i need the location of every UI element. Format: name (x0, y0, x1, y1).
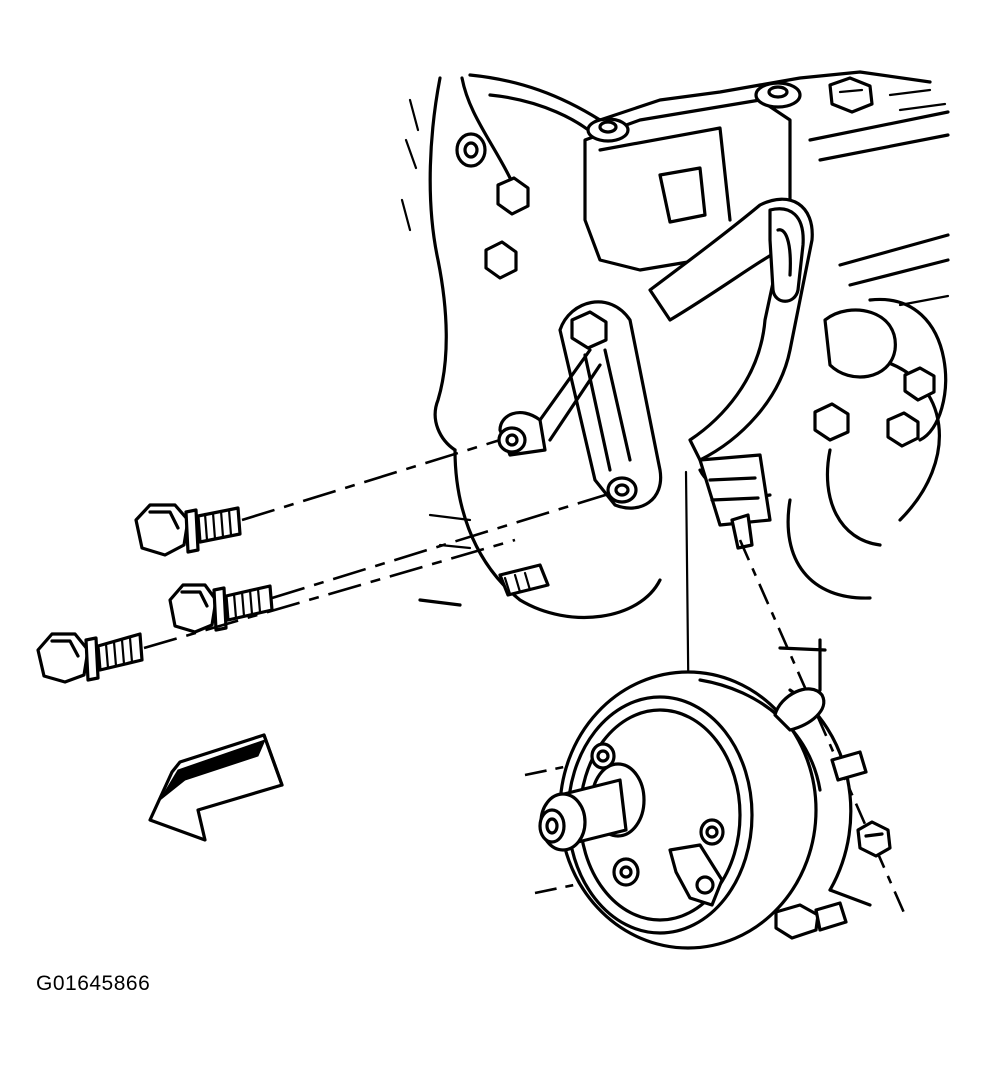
arrow-down-left-icon (148, 733, 284, 842)
mounting-bolt-upper (134, 503, 242, 557)
block-bolt-middle (496, 176, 530, 216)
block-bolt-upper (455, 132, 487, 168)
mounting-bolt-lower (36, 632, 144, 684)
power-steering-pump (538, 638, 872, 950)
pump-nut (856, 820, 892, 858)
lower-engine (498, 298, 948, 600)
mounting-bolt-middle (168, 583, 274, 634)
block-bolt-lower (484, 240, 518, 280)
figure-id-label: G01645866 (36, 972, 151, 995)
pump-bracket (497, 197, 814, 510)
